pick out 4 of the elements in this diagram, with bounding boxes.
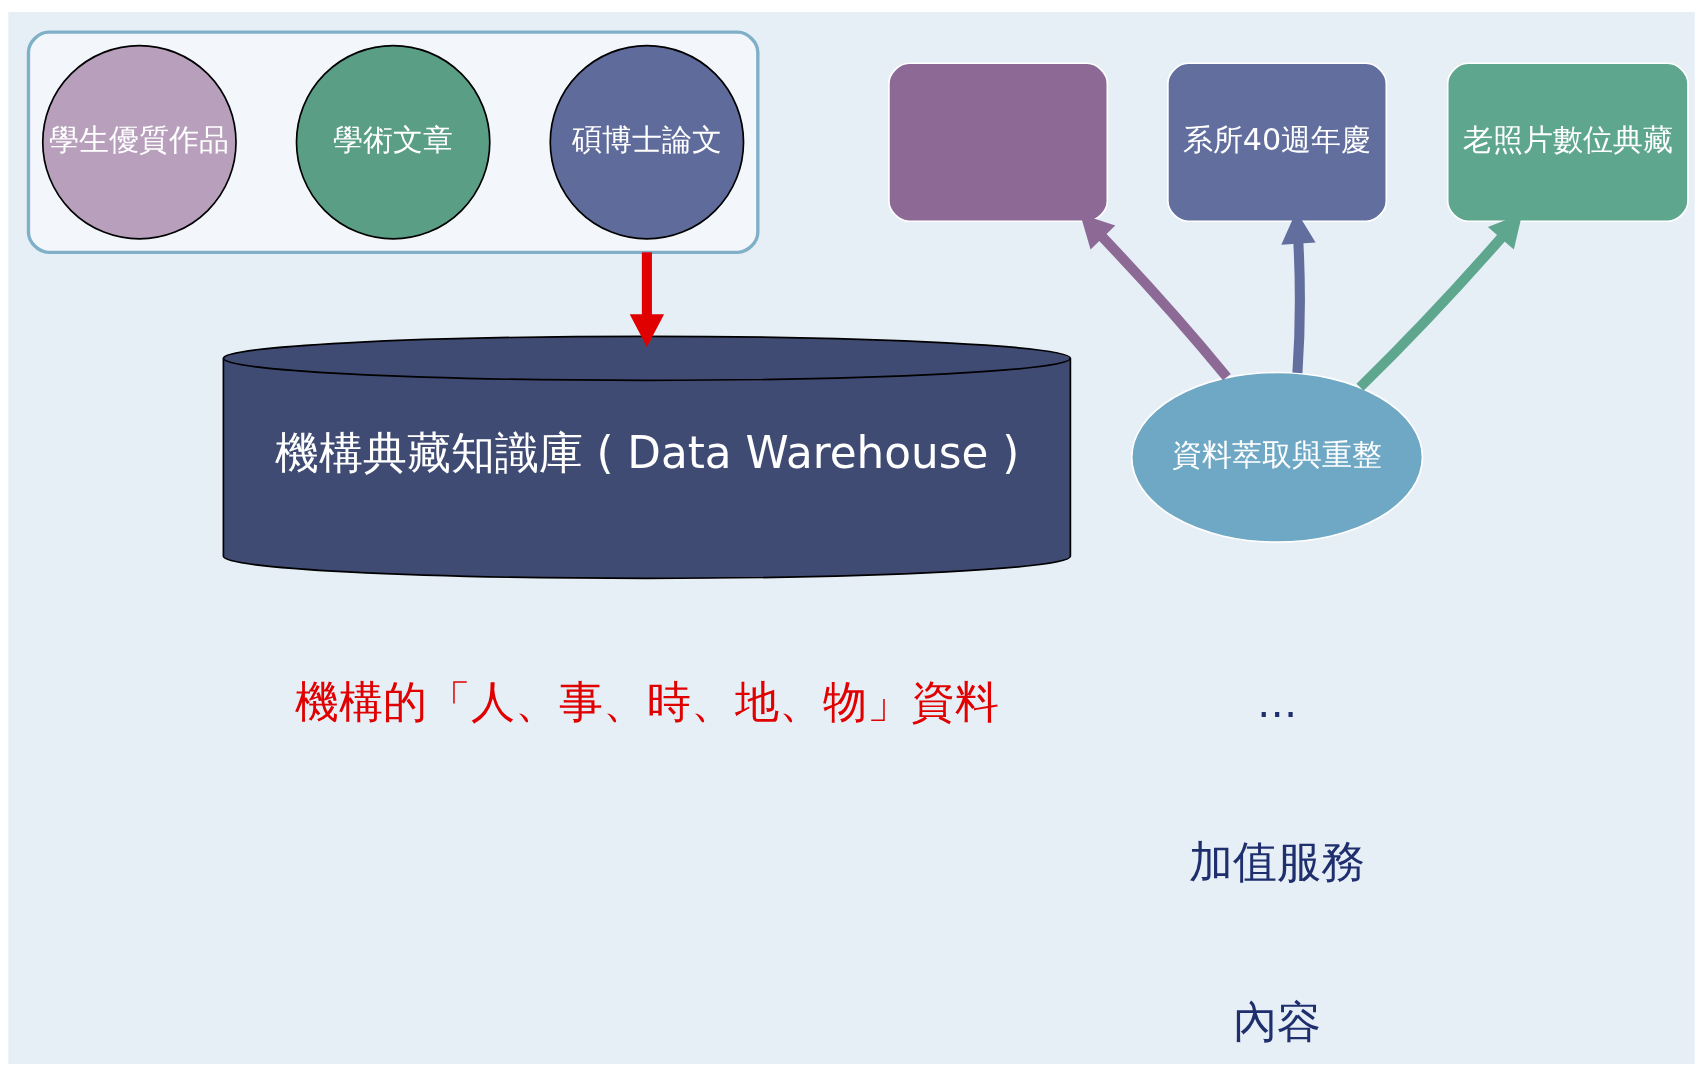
label: 內容	[1233, 995, 1322, 1047]
label: …	[1256, 680, 1298, 728]
label: 加值服務	[1189, 836, 1366, 888]
label: 機構的「人、事、時、地、物」資料	[294, 676, 999, 728]
